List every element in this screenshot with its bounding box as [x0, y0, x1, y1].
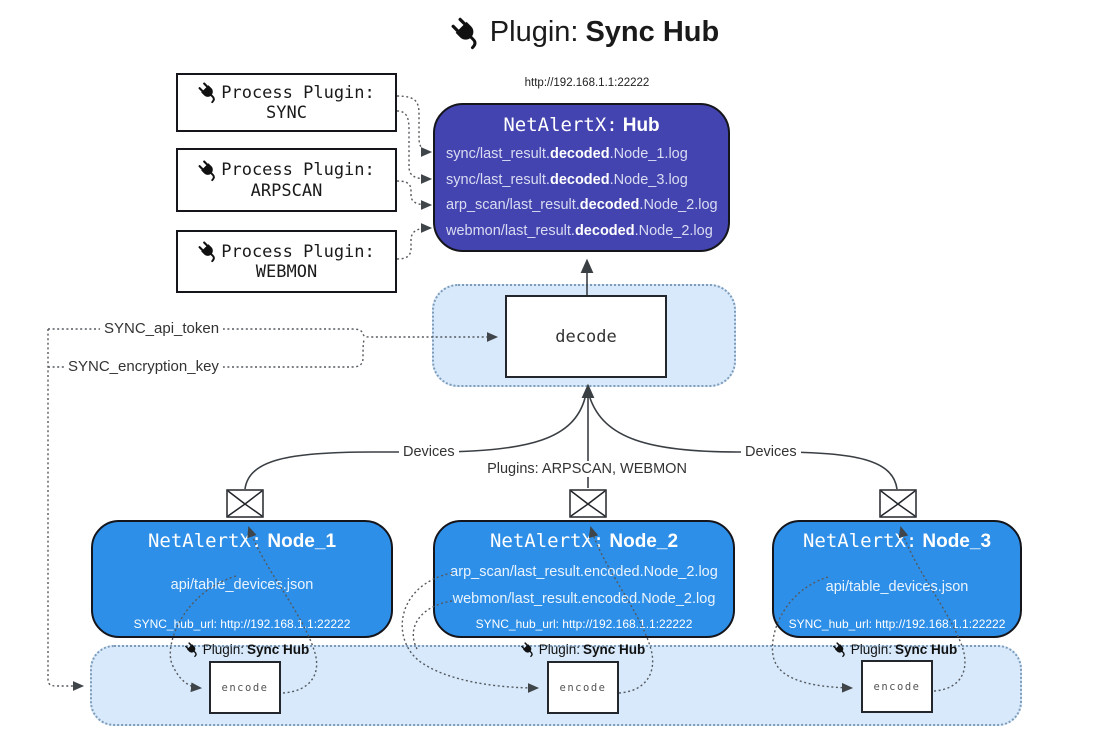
hub-log-item: sync/last_result.decoded.Node_3.log — [446, 171, 688, 188]
encoder-plugin-label-1: Plugin:Sync Hub — [182, 639, 309, 660]
node-hub-url: SYNC_hub_url: http://192.168.1.1:22222 — [475, 617, 693, 631]
node-box-1: NetAlertX:Node_1 api/table_devices.json … — [91, 520, 393, 638]
encode-box-3: encode — [861, 660, 933, 713]
envelope-icon-2 — [569, 489, 607, 518]
node-title: NetAlertX:Node_1 — [147, 530, 337, 552]
plug-icon — [830, 639, 851, 660]
plug-icon — [518, 639, 539, 660]
node-hub-url: SYNC_hub_url: http://192.168.1.1:22222 — [133, 617, 351, 631]
node-file: api/table_devices.json — [170, 577, 314, 593]
node-box-3: NetAlertX:Node_3 api/table_devices.json … — [772, 520, 1022, 638]
hub-log-item: arp_scan/last_result.decoded.Node_2.log — [446, 197, 718, 213]
process-plugin-name: ARPSCAN — [250, 180, 323, 201]
edge-config-vertical — [47, 329, 85, 691]
plug-icon — [194, 78, 224, 108]
node-box-2: NetAlertX:Node_2 arp_scan/last_result.en… — [433, 520, 735, 638]
process-plugin-name: WEBMON — [255, 262, 318, 282]
process-plugin-name: SYNC — [266, 103, 307, 123]
edge-label-plugins: Plugins: ARPSCAN, WEBMON — [483, 461, 691, 477]
plug-icon — [182, 639, 203, 660]
edge-label-devices-right: Devices — [741, 444, 801, 460]
envelope-icon-3 — [879, 489, 917, 518]
diagram-title: Plugin: Sync Hub — [451, 16, 719, 49]
hub-url-label: http://192.168.1.1:22222 — [524, 77, 650, 89]
encode-box-1: encode — [209, 661, 281, 714]
edge-arpscan-to-hub — [396, 180, 433, 210]
decode-box: decode — [505, 295, 667, 378]
hub-title-name: Hub — [622, 115, 660, 136]
node-title: NetAlertX:Node_3 — [802, 530, 992, 552]
hub-title-prefix: NetAlertX: — [503, 114, 618, 136]
edge-webmon-to-hub — [396, 223, 433, 260]
hub-box: NetAlertX:Hub sync/last_result.decoded.N… — [433, 103, 730, 252]
encoder-plugin-label-3: Plugin:Sync Hub — [830, 639, 957, 660]
node-title: NetAlertX:Node_2 — [489, 530, 679, 552]
encoder-plugin-label-2: Plugin:Sync Hub — [518, 639, 645, 660]
node-file: api/table_devices.json — [825, 579, 969, 595]
node-file: arp_scan/last_result.encoded.Node_2.log — [450, 564, 718, 580]
plug-icon — [194, 155, 224, 185]
title-name: Sync Hub — [585, 16, 720, 48]
process-plugin-box-sync: Process Plugin: SYNC — [176, 73, 397, 132]
config-label-encryption-key: SYNC_encryption_key — [64, 358, 223, 375]
config-label-api-token: SYNC_api_token — [100, 320, 224, 337]
hub-log-list: sync/last_result.decoded.Node_1.log sync… — [435, 142, 728, 244]
node-hub-url: SYNC_hub_url: http://192.168.1.1:22222 — [788, 617, 1006, 631]
process-plugin-box-arpscan: Process Plugin: ARPSCAN — [176, 148, 397, 212]
hub-log-item: sync/last_result.decoded.Node_1.log — [446, 146, 688, 162]
node-file: webmon/last_result.encoded.Node_2.log — [452, 591, 716, 607]
hub-log-item: webmon/last_result.decoded.Node_2.log — [446, 222, 713, 239]
process-plugin-box-webmon: Process Plugin: WEBMON — [176, 230, 397, 293]
hub-title: NetAlertX:Hub — [435, 114, 728, 137]
edge-label-devices-left: Devices — [399, 444, 459, 460]
envelope-icon-1 — [226, 489, 264, 518]
plug-icon — [194, 237, 224, 267]
title-prefix: Plugin: — [489, 16, 579, 48]
edge-sync-to-hub-2 — [396, 110, 433, 184]
encode-box-2: encode — [547, 661, 619, 714]
edge-sync-to-hub-1 — [396, 95, 433, 157]
plug-icon — [444, 10, 489, 55]
